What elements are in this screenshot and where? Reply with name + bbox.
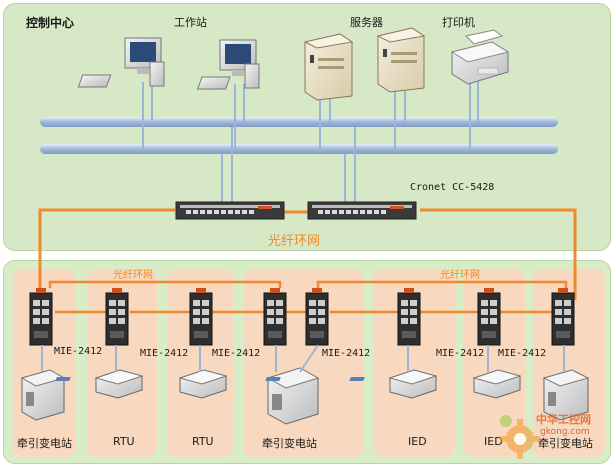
device-drops (41, 344, 565, 373)
mie-label-3: MIE-2412 (212, 348, 261, 359)
control-center-title: 控制中心 (26, 16, 75, 30)
workstation-1-icon (77, 37, 165, 88)
core-switch-2-icon (307, 201, 417, 220)
rtu-device-1-icon (94, 369, 144, 399)
mie-label-6: MIE-2412 (498, 348, 547, 359)
printer-icon (450, 29, 510, 85)
station-name-5: IED (408, 435, 427, 448)
right-ring-label: 光纤环网 (440, 270, 480, 281)
server-1-icon (303, 33, 354, 101)
gear-icon (500, 415, 540, 459)
ied-device-2-icon (349, 369, 522, 399)
mie-switch-5-icon (305, 288, 329, 346)
left-ring-loop (48, 280, 282, 288)
server-2-icon (376, 27, 426, 93)
main-fiber-ring (38, 208, 577, 300)
mie-label-5: MIE-2412 (436, 348, 485, 359)
main-ring-right-link (420, 208, 577, 300)
substation-device-3-icon (542, 369, 590, 421)
station-name-4: 牵引变电站 (262, 437, 317, 450)
core-switch-model-label: Cronet CC-5428 (410, 182, 495, 193)
mie-switch-2-icon (105, 288, 129, 346)
mie-label-1: MIE-2412 (54, 346, 103, 357)
workstation-2-icon (196, 39, 260, 90)
main-ring-left-link (38, 208, 175, 300)
mie-switch-7-icon (477, 288, 501, 346)
mie-switch-4-icon (263, 288, 287, 346)
mie-label-4: MIE-2412 (322, 348, 371, 359)
mie-label-2: MIE-2412 (140, 348, 189, 359)
watermark-url: gkong.com (540, 427, 590, 437)
mie-switch-3-icon (189, 288, 213, 346)
ethernet-bus-2 (40, 144, 558, 154)
ethernet-bus-1 (40, 117, 558, 127)
station-zone-4 (243, 269, 363, 457)
right-ring-loop (316, 280, 568, 288)
station-name-3: RTU (192, 435, 214, 448)
substation-device-1-icon (20, 369, 66, 421)
ied-device-1-icon (265, 369, 438, 399)
mie-switch-6-icon (397, 288, 421, 346)
server-label: 服务器 (350, 16, 383, 29)
station-name-7: 牵引变电站 (538, 437, 593, 450)
station-fiber-links (48, 280, 568, 314)
mie-switch-icons (29, 288, 575, 346)
bus-drops (142, 80, 479, 205)
watermark-text: 中华工控网 (536, 413, 591, 426)
substation-device-2-icon (266, 367, 320, 425)
core-switch-1-icon (175, 201, 285, 220)
workstation-label: 工作站 (174, 16, 207, 29)
station-name-2: RTU (113, 435, 135, 448)
watermark-logo: 中华工控网 gkong.com (498, 403, 610, 463)
station-name-1: 牵引变电站 (17, 437, 72, 450)
left-ring-label: 光纤环网 (113, 270, 153, 281)
rtu-device-2-icon (55, 369, 228, 399)
main-ring-label: 光纤环网 (268, 234, 321, 249)
printer-label: 打印机 (442, 16, 475, 29)
mie-switch-8-icon (551, 288, 575, 346)
mie-switch-1-icon (29, 288, 53, 346)
station-name-6: IED (484, 435, 503, 448)
